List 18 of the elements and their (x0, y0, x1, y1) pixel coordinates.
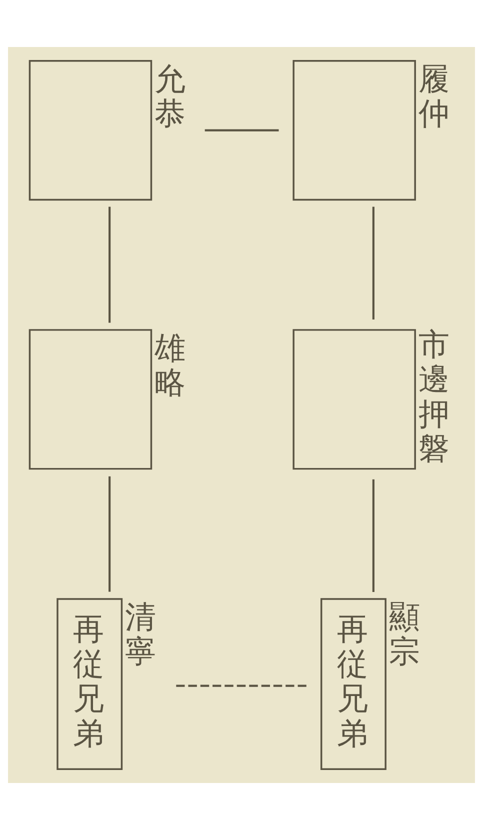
connector (176, 684, 308, 687)
connector (372, 206, 374, 320)
node-box: 再従兄弟 (320, 598, 386, 770)
node-label: 允恭 (154, 61, 186, 132)
node-label: 清寧 (125, 599, 156, 670)
node-box (28, 60, 152, 201)
node-box (28, 329, 152, 470)
node-box: 再従兄弟 (56, 598, 123, 770)
connector (108, 206, 111, 323)
node-label: 市邊押磐 (418, 326, 450, 468)
connector (108, 476, 111, 592)
node-box (292, 329, 416, 470)
node-label: 履仲 (418, 61, 450, 132)
node-label: 雄略 (154, 330, 186, 402)
node-box (292, 60, 416, 201)
node-label: 顯宗 (389, 599, 420, 670)
connector (372, 479, 374, 592)
connector (204, 129, 279, 132)
